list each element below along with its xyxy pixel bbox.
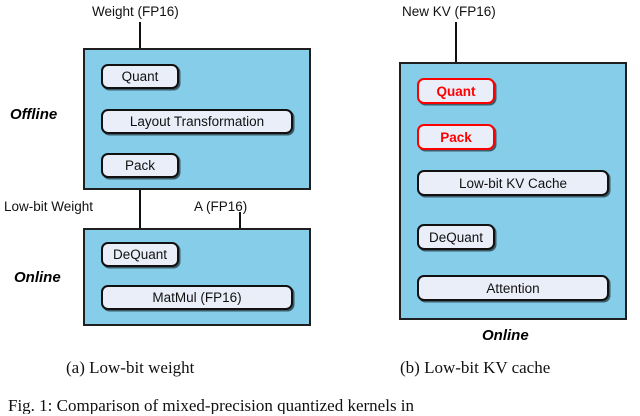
node-lowbit-kv-cache[interactable]: Low-bit KV Cache bbox=[417, 170, 609, 196]
label-new-kv-input: New KV (FP16) bbox=[402, 4, 496, 19]
caption-panel-a: (a) Low-bit weight bbox=[66, 358, 195, 377]
node-quant-weight[interactable]: Quant bbox=[101, 64, 179, 89]
node-dequant-kv[interactable]: DeQuant bbox=[417, 224, 495, 250]
caption-panel-b: (b) Low-bit KV cache bbox=[400, 358, 551, 377]
label-a-fp16: A (FP16) bbox=[194, 199, 248, 214]
stage-label-online-weight: Online bbox=[14, 269, 61, 286]
node-attention[interactable]: Attention bbox=[417, 275, 609, 301]
label-lowbit-weight: Low-bit Weight bbox=[4, 199, 94, 214]
stage-label-offline: Offline bbox=[10, 106, 58, 123]
node-layout-transformation[interactable]: Layout Transformation bbox=[101, 109, 293, 134]
node-matmul[interactable]: MatMul (FP16) bbox=[101, 285, 293, 310]
node-pack-kv[interactable]: Pack bbox=[417, 124, 495, 150]
figure-caption: Fig. 1: Comparison of mixed-precision qu… bbox=[8, 396, 415, 414]
stage-label-online-kvcache: Online bbox=[482, 327, 529, 344]
node-dequant-weight[interactable]: DeQuant bbox=[101, 242, 179, 267]
node-pack-weight[interactable]: Pack bbox=[101, 153, 179, 178]
node-quant-kv[interactable]: Quant bbox=[417, 78, 495, 104]
label-weight-input: Weight (FP16) bbox=[92, 4, 179, 19]
